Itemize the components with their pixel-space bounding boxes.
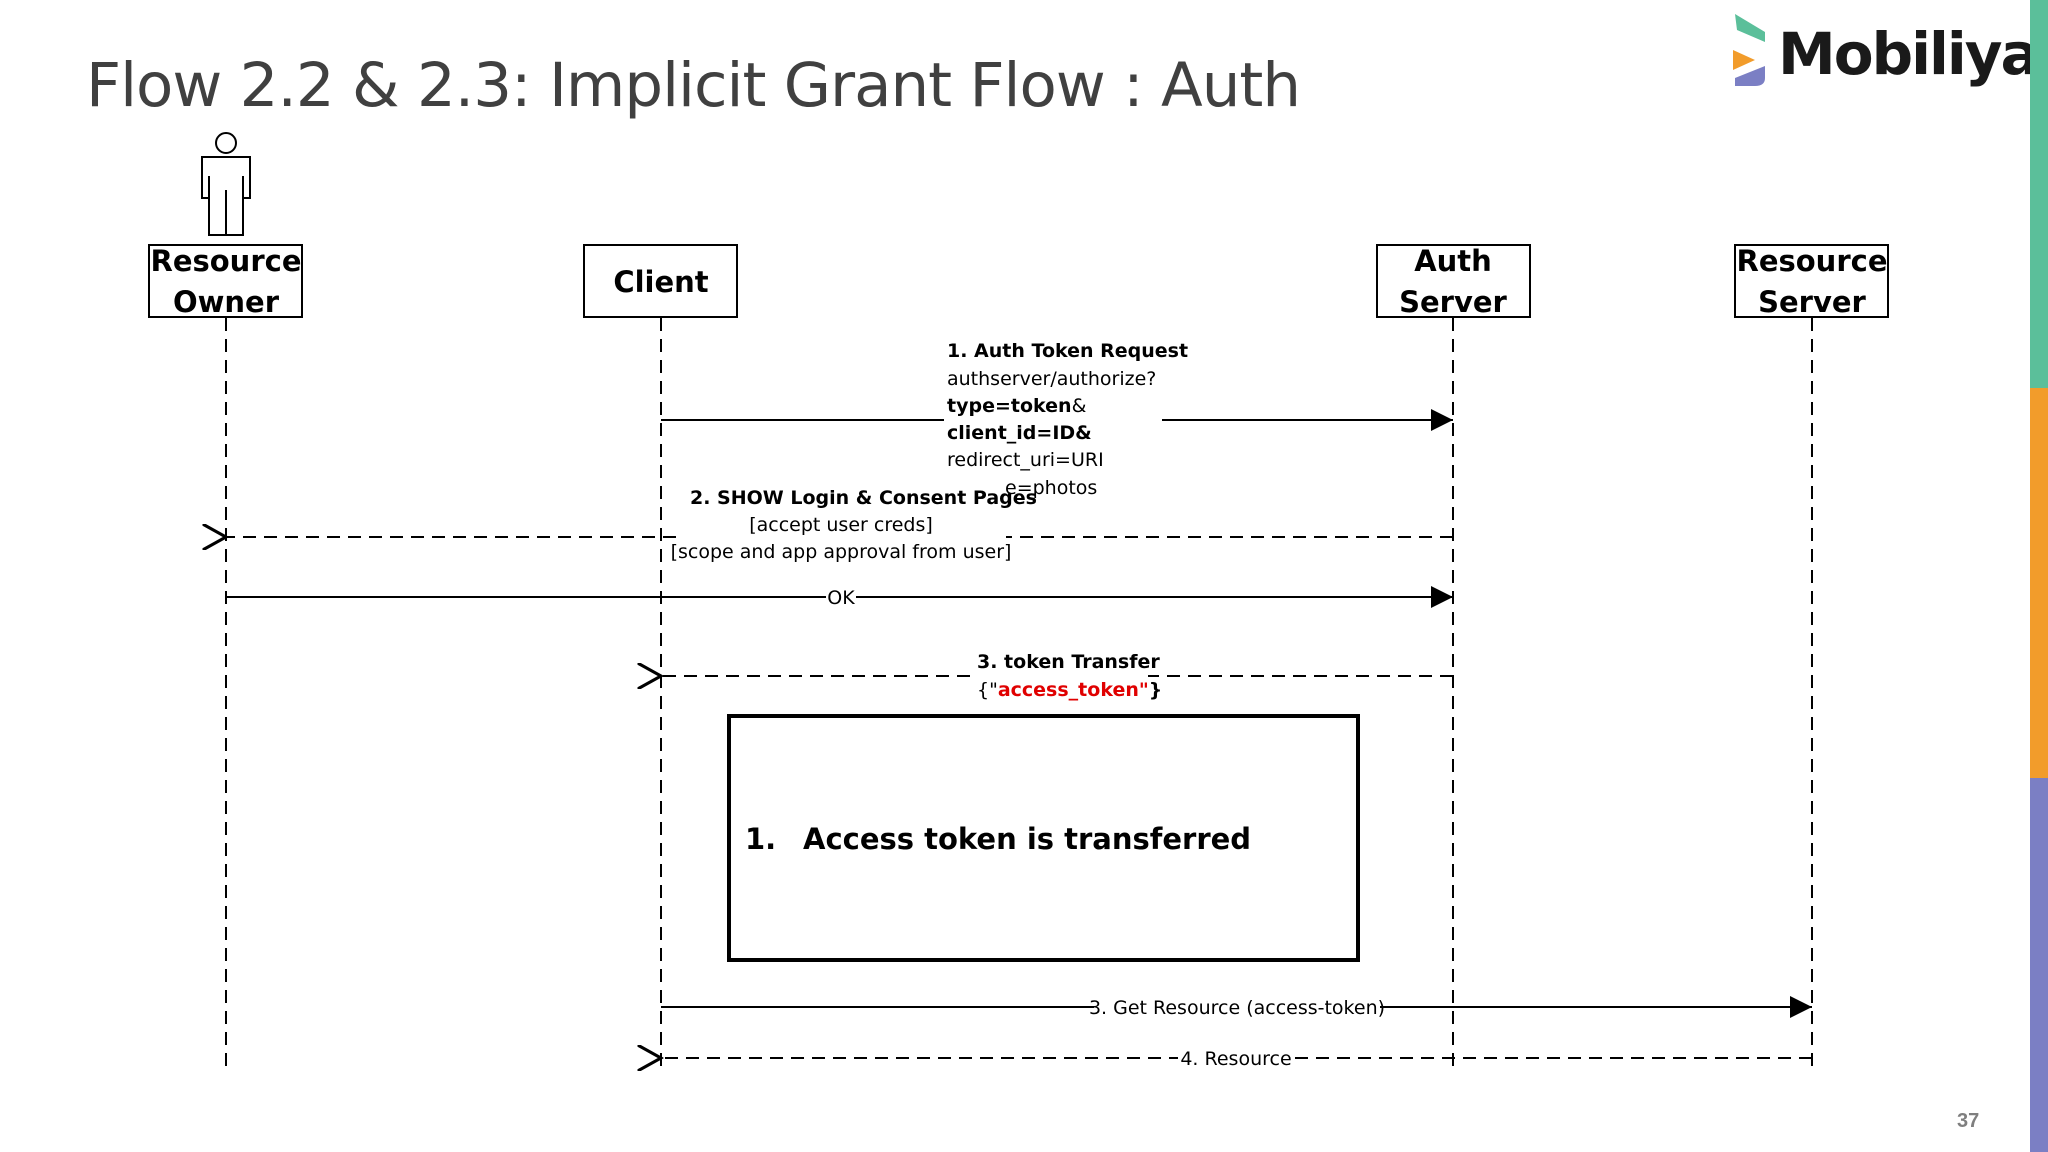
message-5-label: 4. Resource bbox=[1180, 1048, 1291, 1070]
message-2-title: 2. SHOW Login & Consent Pages bbox=[690, 487, 1037, 509]
message-2-line-2: [accept user creds] bbox=[749, 514, 933, 536]
mobiliya-logo bbox=[1733, 14, 1765, 86]
resource-owner-label-2: Owner bbox=[173, 285, 280, 319]
actor-person-icon bbox=[201, 132, 251, 236]
accent-bar-orange bbox=[2030, 388, 2048, 778]
auth-server-label-2: Server bbox=[1399, 285, 1507, 319]
logo-mark-teal-icon bbox=[1735, 14, 1765, 42]
note-box bbox=[727, 714, 1360, 962]
message-3-token: {"access_token"} bbox=[977, 679, 1162, 701]
message-1-line-2: authserver/authorize? bbox=[947, 368, 1156, 390]
note-number: 1. bbox=[745, 822, 776, 856]
resource-server-label-2: Server bbox=[1758, 285, 1866, 319]
message-1-title: 1. Auth Token Request bbox=[947, 340, 1188, 362]
message-2-label-bg bbox=[676, 484, 1006, 566]
resource-server-box bbox=[1734, 244, 1889, 318]
message-4-label-bg bbox=[1094, 995, 1380, 1019]
resource-server-label-1: Resource bbox=[1737, 244, 1888, 278]
note-text: Access token is transferred bbox=[803, 822, 1251, 856]
resource-owner-box bbox=[148, 244, 303, 318]
slide-title: Flow 2.2 & 2.3: Implicit Grant Flow : Au… bbox=[86, 50, 1301, 121]
accent-bar-teal bbox=[2030, 0, 2048, 388]
logo-text: Mobiliya bbox=[1778, 20, 2040, 88]
message-2-line-3: [scope and app approval from user] bbox=[671, 541, 1012, 563]
auth-server-label-1: Auth bbox=[1414, 244, 1492, 278]
auth-server-box bbox=[1376, 244, 1531, 318]
message-1-line-6: e=photos bbox=[1005, 477, 1097, 499]
message-1-line-3: type=token& bbox=[947, 395, 1087, 417]
message-1-line-4: client_id=ID& bbox=[947, 422, 1092, 444]
accent-bar-purple bbox=[2030, 778, 2048, 1152]
message-5-label-bg bbox=[1178, 1046, 1294, 1070]
message-3-label-bg bbox=[970, 648, 1148, 704]
resource-owner-label-1: Resource bbox=[151, 244, 302, 278]
logo-mark-purple-icon bbox=[1735, 66, 1765, 86]
logo-mark-orange-icon bbox=[1733, 50, 1755, 70]
message-1-label-bg bbox=[944, 333, 1162, 493]
message-3-title: 3. token Transfer bbox=[977, 651, 1160, 673]
message-4-label: 3. Get Resource (access-token) bbox=[1089, 997, 1385, 1019]
client-box bbox=[583, 244, 738, 318]
client-label: Client bbox=[613, 265, 708, 299]
message-1-line-5: redirect_uri=URI bbox=[947, 449, 1104, 471]
message-ok-label-bg bbox=[826, 586, 856, 608]
message-ok-label: OK bbox=[827, 587, 855, 609]
page-number: 37 bbox=[1957, 1110, 1980, 1132]
